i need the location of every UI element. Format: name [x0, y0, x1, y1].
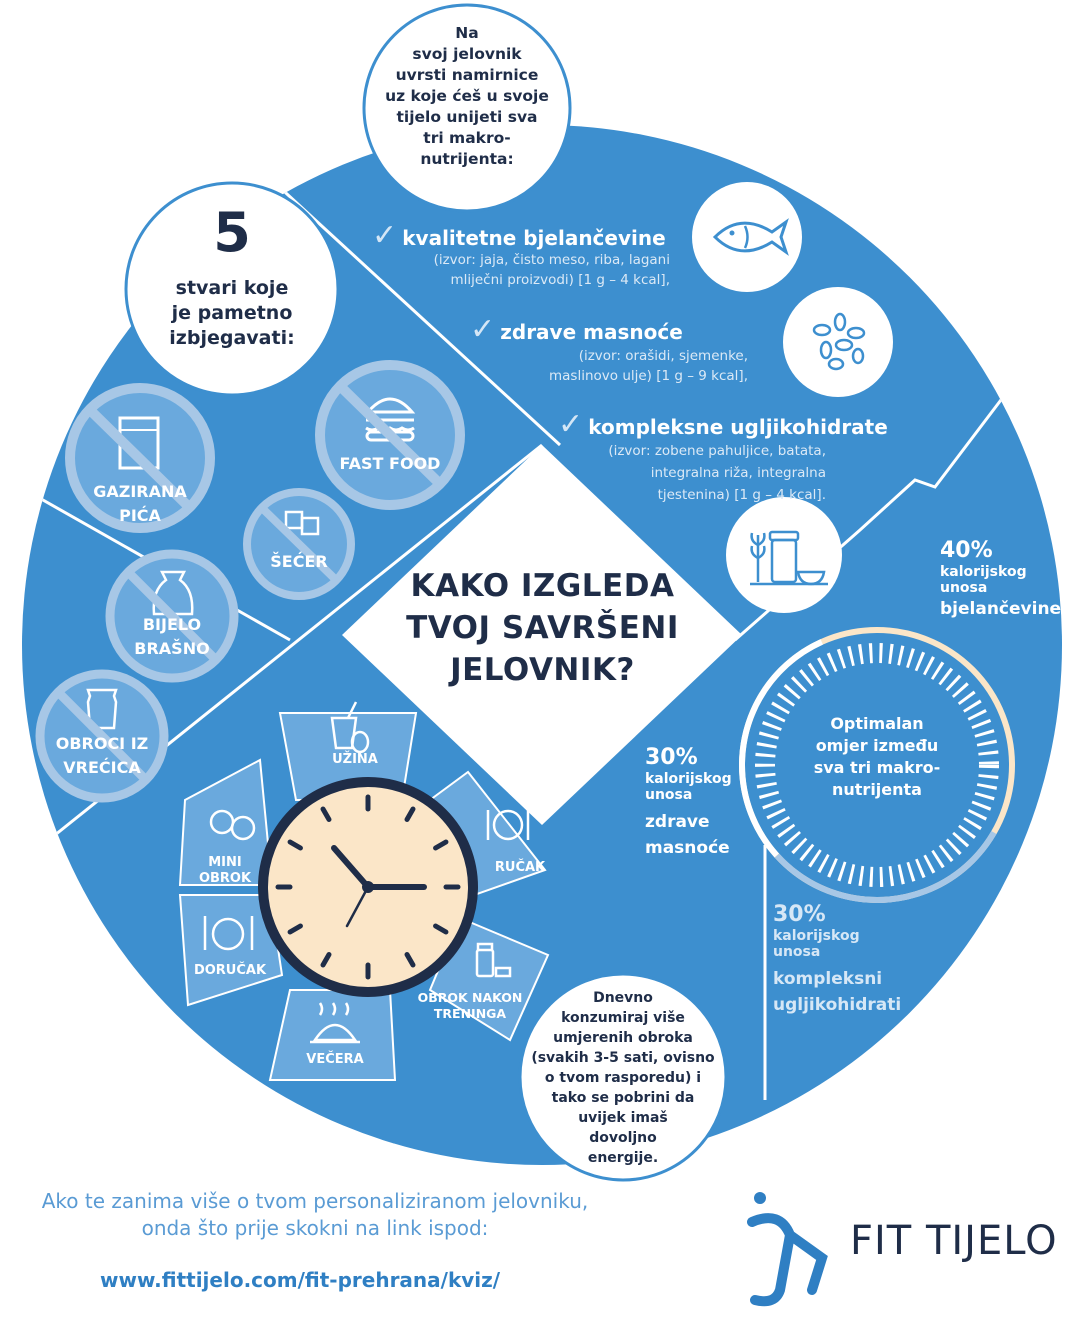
- avoid-label-sugar: ŠEĆER: [270, 552, 328, 571]
- macro-proteins: ✓ kvalitetne bjelančevine: [372, 218, 666, 253]
- fish-icon: [692, 182, 802, 292]
- quiz-link[interactable]: www.fittijelo.com/fit-prehrana/kviz/: [100, 1268, 501, 1292]
- macro-carbs: ✓ kompleksne ugljikohidrate: [558, 407, 888, 442]
- footer-text: Ako te zanima više o tvom personaliziran…: [41, 1189, 589, 1240]
- cloche-icon: [310, 1002, 360, 1044]
- meal-label-dorucak: DORUČAK: [193, 963, 267, 978]
- avoid-label-fast-food: FAST FOOD: [339, 454, 441, 473]
- clock-tick: [404, 806, 416, 822]
- clock-tick: [287, 923, 303, 935]
- clock: [258, 777, 478, 997]
- intro-bubble: [362, 3, 572, 213]
- clock-tick: [404, 952, 416, 968]
- sugar-cubes-icon: [243, 488, 355, 600]
- grains-jar-icon: [726, 497, 842, 613]
- center-diamond: [342, 445, 742, 825]
- shaker-icon: [475, 942, 512, 978]
- clock-tick: [287, 839, 303, 851]
- clock-second-hand: [345, 885, 370, 928]
- avoid-bubble: [124, 181, 340, 397]
- meal-label-uzina: UŽINA: [332, 752, 378, 767]
- soda-glass-icon: [65, 383, 215, 533]
- check-icon: ✓: [470, 312, 496, 347]
- avoid-number: 5: [213, 201, 251, 264]
- macro-ratio-ring: [739, 627, 1015, 903]
- seeds-icon: [783, 287, 893, 397]
- ratio-proteins: 40% kalorijskog unosa bjelančevine: [940, 538, 1062, 619]
- ratio-fats: 30% kalorijskog unosa zdrave masnoće: [645, 745, 732, 858]
- clock-tick: [320, 806, 332, 822]
- clock-hour-hand: [331, 845, 371, 890]
- brand-name: FIT TIJELO: [850, 1218, 1058, 1264]
- plate-cutlery-icon: [486, 809, 530, 841]
- ratio-carbs: 30% kalorijskog unosa kompleksni ugljiko…: [773, 902, 902, 1015]
- cookies-icon: [209, 809, 256, 841]
- clock-tick: [433, 839, 449, 851]
- clock-tick: [433, 923, 449, 935]
- check-icon: ✓: [372, 218, 398, 253]
- flour-sack-icon: [105, 549, 239, 683]
- macro-fats: ✓ zdrave masnoće: [470, 312, 683, 347]
- meal-label-rucak: RUČAK: [494, 860, 546, 875]
- meal-tip-bubble: [518, 972, 728, 1182]
- macro-fats-sources: (izvor: orašidi, sjemenke,maslinovo ulje…: [549, 348, 748, 384]
- meal-label-vecera: VEČERA: [306, 1052, 364, 1067]
- burger-icon: [315, 360, 465, 510]
- macro-carbs-sources: (izvor: zobene pahuljice, batata,integra…: [608, 443, 826, 503]
- snack-bag-icon: [35, 669, 169, 803]
- smoothie-icon: [330, 701, 370, 754]
- check-icon: ✓: [558, 407, 584, 442]
- clock-tick: [320, 952, 332, 968]
- fit-tijelo-logo-icon: [747, 1192, 828, 1307]
- breakfast-plate-icon: [203, 916, 254, 951]
